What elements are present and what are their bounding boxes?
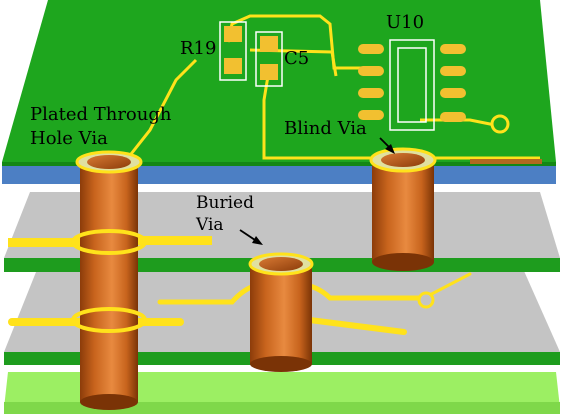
label-buried-via-1: Buried xyxy=(196,193,254,213)
buried-via xyxy=(248,252,314,372)
label-r19: R19 xyxy=(180,38,216,59)
inner-layer-1-traces xyxy=(8,236,212,247)
bottom-layer xyxy=(4,372,560,414)
plated-through-hole-via xyxy=(71,150,147,410)
via-pad-ring xyxy=(417,291,435,309)
label-c5: C5 xyxy=(284,48,309,69)
arrow-icon xyxy=(379,137,395,154)
blind-via xyxy=(369,147,437,271)
u10-component xyxy=(358,39,510,134)
label-plated-through-hole-1: Plated Through xyxy=(30,104,172,125)
label-buried-via-2: Via xyxy=(195,215,224,235)
brown-trace xyxy=(470,159,542,164)
via-pad-ring xyxy=(490,114,510,134)
label-u10: U10 xyxy=(386,12,424,33)
c5-component xyxy=(255,31,283,87)
arrow-icon xyxy=(239,229,263,245)
r19-component xyxy=(219,21,247,81)
label-plated-through-hole-2: Hole Via xyxy=(30,128,108,149)
label-blind-via: Blind Via xyxy=(284,118,367,139)
